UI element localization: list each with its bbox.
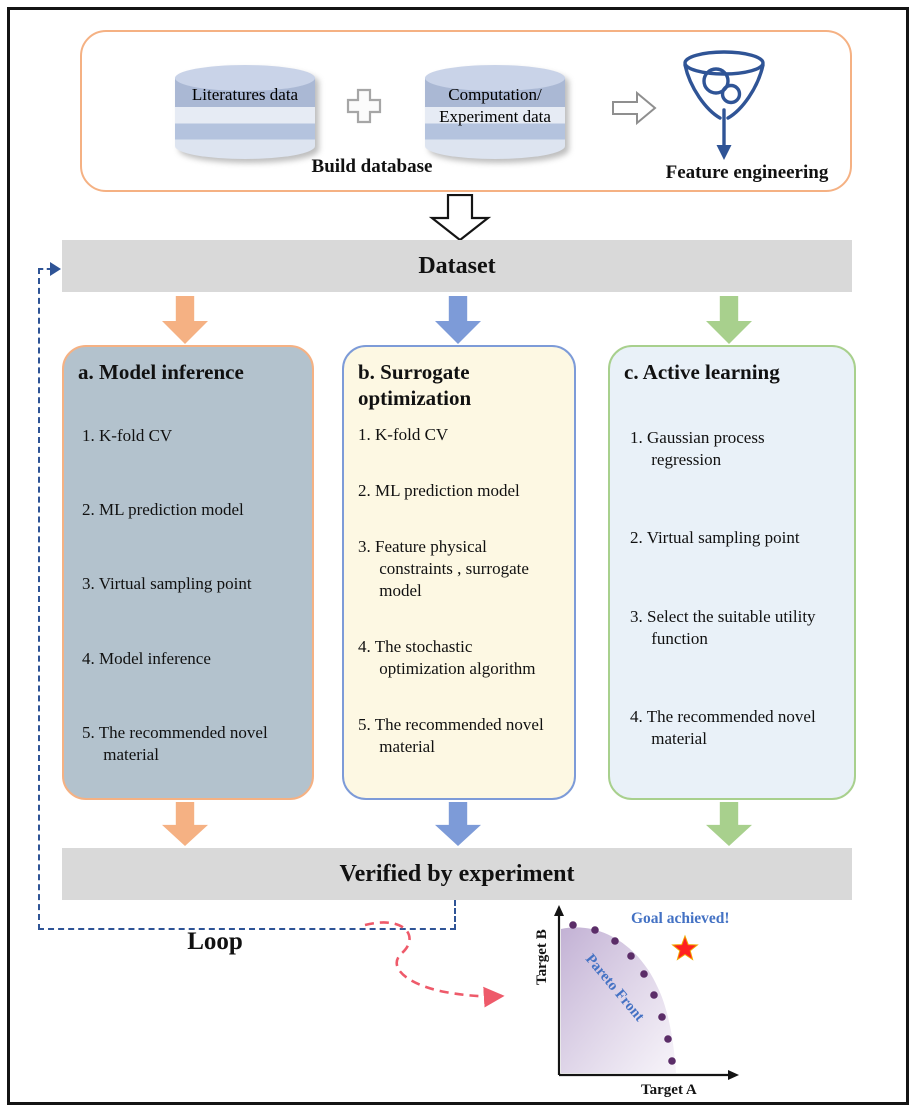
pareto-point [668, 1057, 676, 1065]
literatures-database-cylinder-icon: Literatures data [170, 62, 320, 162]
computation-data-label: Computation/ Experiment data [420, 84, 570, 128]
active-learning-steps: 1. Gaussian process regression 2. Virtua… [610, 427, 854, 750]
active-learning-title: c. Active learning [624, 360, 780, 384]
pareto-region [561, 927, 676, 1073]
y-axis-label: Target B [534, 929, 550, 985]
verified-by-experiment-bar: Verified by experiment [62, 848, 852, 900]
surrogate-optimization-steps: 1. K-fold CV 2. ML prediction model 3. F… [344, 424, 574, 759]
list-item: 4. The recommended novel material [630, 706, 816, 748]
loop-label: Loop [187, 928, 243, 955]
red-dashed-arrow [364, 921, 505, 1008]
list-item: 5. The recommended novel material [358, 715, 544, 757]
list-item: 2. Virtual sampling point [630, 528, 800, 548]
dataset-label: Dataset [418, 253, 496, 279]
model-inference-panel: a. Model inference 1. K-fold CV 2. ML pr… [62, 345, 314, 800]
database-cylinder-icon [425, 65, 565, 159]
blue-down-arrow-top [435, 296, 481, 344]
list-item: 4. Model inference [82, 648, 211, 668]
literatures-data-label: Literatures data [191, 85, 299, 104]
right-arrow-icon [612, 90, 657, 126]
loop-line-segment [454, 900, 456, 930]
feature-engineering-label: Feature engineering [665, 162, 829, 183]
x-axis-label: Target A [641, 1082, 697, 1098]
list-item: 3. Select the suitable utility function [630, 606, 816, 648]
blue-down-arrow-bottom [435, 802, 481, 846]
loop-line-segment [38, 268, 52, 270]
list-item: 1. Gaussian process regression [630, 428, 765, 470]
active-learning-panel: c. Active learning 1. Gaussian process r… [608, 345, 856, 800]
orange-down-arrow-bottom [162, 802, 208, 846]
surrogate-optimization-title: b. Surrogate optimization [358, 360, 472, 411]
list-item: 3. Feature physical constraints , surrog… [358, 536, 529, 600]
pareto-point [658, 1013, 666, 1021]
y-axis-arrowhead-icon [554, 905, 564, 916]
build-database-label: Build database [311, 156, 433, 177]
data-preparation-panel: Literatures data Computation/ Experiment… [80, 30, 852, 192]
plus-icon [346, 88, 382, 124]
loop-line-segment [38, 268, 40, 930]
x-axis-arrowhead-icon [728, 1070, 739, 1080]
down-arrow-icon [428, 194, 492, 242]
goal-achieved-label: Goal achieved! [631, 910, 730, 927]
list-item: 1. K-fold CV [82, 426, 173, 446]
orange-down-arrow-top [162, 296, 208, 344]
goal-star-icon [671, 934, 699, 961]
database-cylinder-icon [175, 65, 315, 159]
list-item: 2. ML prediction model [358, 480, 520, 500]
pareto-point [569, 921, 577, 929]
pareto-point [640, 970, 648, 978]
pareto-front-chart: Goal achieved! Pareto Front Target B Tar… [534, 905, 739, 1098]
pareto-point [611, 937, 619, 945]
verified-label: Verified by experiment [339, 861, 575, 887]
green-down-arrow-bottom [706, 802, 752, 846]
surrogate-optimization-panel: b. Surrogate optimization 1. K-fold CV 2… [342, 345, 576, 800]
model-inference-steps: 1. K-fold CV 2. ML prediction model 3. V… [64, 425, 312, 766]
list-item: 1. K-fold CV [358, 424, 449, 444]
computation-database-cylinder-icon: Computation/ Experiment data [420, 62, 570, 162]
loop-line-segment [38, 928, 456, 930]
pareto-dots [569, 921, 676, 1065]
computation-data-text: Computation/ Experiment data [439, 85, 551, 126]
green-down-arrow-top [706, 296, 752, 344]
pareto-point [591, 926, 599, 934]
list-item: 2. ML prediction model [82, 500, 244, 520]
list-item: 4. The stochastic optimization algorithm [358, 636, 536, 679]
dataset-bar: Dataset [62, 240, 852, 292]
list-item: 5. The recommended novel material [82, 722, 268, 764]
loop-arrowhead-icon [50, 262, 61, 276]
model-inference-title: a. Model inference [78, 360, 244, 384]
pareto-point [627, 952, 635, 960]
pareto-point [664, 1035, 672, 1043]
funnel-icon [683, 50, 765, 160]
list-item: 3. Virtual sampling point [82, 574, 252, 594]
pareto-point [650, 991, 658, 999]
